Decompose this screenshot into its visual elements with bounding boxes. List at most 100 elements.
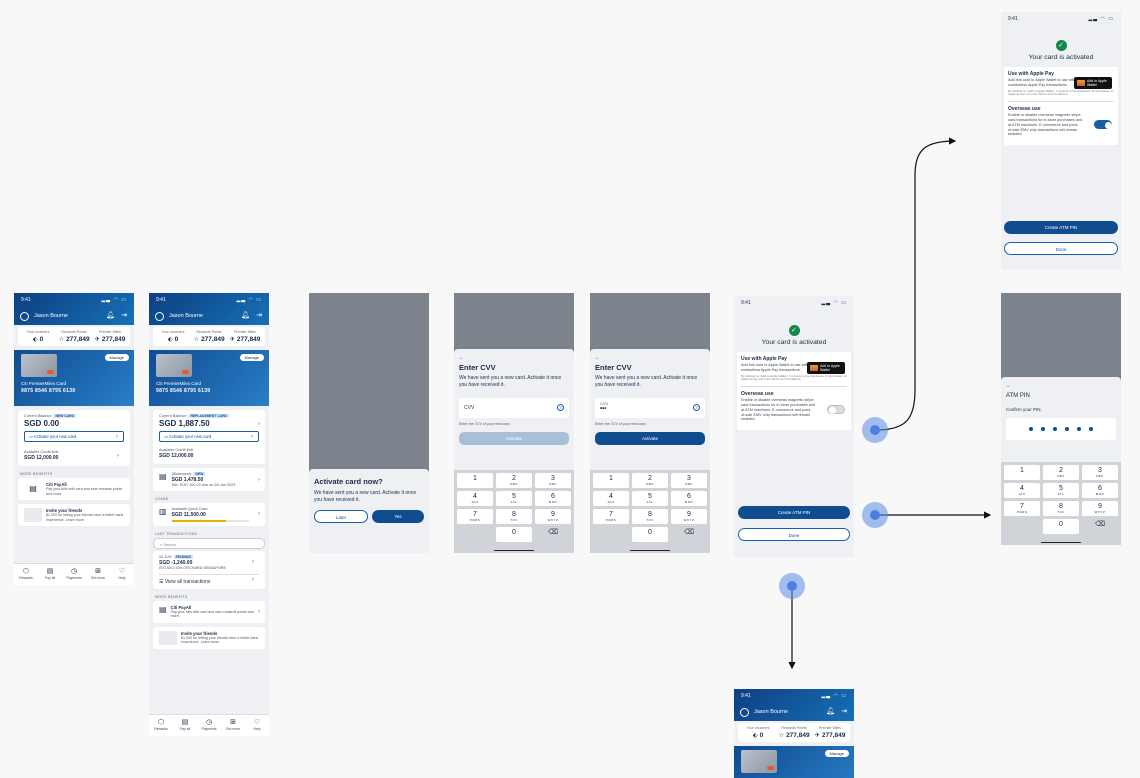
tab-pay-all[interactable]: ▤Pay all: [38, 564, 62, 585]
view-all-transactions[interactable]: ☰ View all transactions ›: [159, 573, 259, 585]
invite-benefit[interactable]: Invite your friends$1,000 for letting yo…: [153, 626, 265, 649]
transactions-search-input[interactable]: ⌕ Search: [153, 537, 265, 549]
avatar[interactable]: [740, 707, 749, 717]
manage-button[interactable]: Manage: [104, 354, 129, 361]
keypad-key-1[interactable]: 1: [457, 473, 493, 488]
logout-icon[interactable]: ⇥: [256, 312, 262, 319]
stat-premier-miles[interactable]: Premier Miles✈ 277,849: [229, 330, 261, 343]
stat-rewards-points[interactable]: Rewards Points☆ 277,849: [778, 726, 810, 739]
stat-premier-miles[interactable]: Premier Miles✈ 277,849: [814, 726, 846, 739]
stat-vouchers[interactable]: Your vouchers⬖ 0: [26, 330, 50, 343]
tab-help[interactable]: ♡Help: [245, 715, 269, 736]
cvv-input[interactable]: CVV ?: [459, 398, 569, 418]
manage-button[interactable]: Manage: [824, 750, 849, 757]
bell-icon[interactable]: 🔔︎: [106, 312, 115, 319]
tab-payments[interactable]: ◷Payments: [62, 564, 86, 585]
credit-limit-row[interactable]: Available Credit limit SGD 12,000.00 ›: [24, 450, 119, 461]
keypad-key-0[interactable]: 0: [496, 527, 532, 542]
done-button[interactable]: Done: [738, 528, 850, 541]
tab-pay-all[interactable]: ▤Pay all: [173, 715, 197, 736]
card-carousel[interactable]: Manage Citi PremierMiles Card 9875 8546 …: [14, 350, 134, 406]
overseas-toggle[interactable]: [1094, 120, 1112, 130]
backspace-key[interactable]: ⌫: [1082, 519, 1118, 534]
activate-card-button[interactable]: ▭ Activate your new card›: [24, 431, 124, 442]
card-carousel[interactable]: Manage Citi PremierMiles Card 9875 8546 …: [149, 350, 269, 406]
tab-payments[interactable]: ◷Payments: [197, 715, 221, 736]
help-circle-icon[interactable]: ?: [693, 404, 700, 411]
keypad-key-1[interactable]: 1: [593, 473, 629, 488]
backspace-key[interactable]: ⌫: [535, 527, 571, 542]
overseas-toggle[interactable]: [827, 405, 845, 415]
tab-rewards[interactable]: ⬡Rewards: [14, 564, 38, 585]
stat-vouchers[interactable]: Your vouchers⬖ 0: [746, 726, 770, 739]
avatar[interactable]: [155, 311, 164, 321]
stat-vouchers[interactable]: Your vouchers⬖ 0: [161, 330, 185, 343]
stat-rewards-points[interactable]: Rewards Points☆ 277,849: [193, 330, 225, 343]
help-circle-icon[interactable]: ?: [557, 404, 564, 411]
add-to-apple-wallet-button[interactable]: Add to Apple Wallet: [807, 362, 845, 374]
create-atm-pin-button[interactable]: Create ATM PIN: [738, 506, 850, 519]
yes-button[interactable]: Yes: [372, 510, 424, 523]
credit-limit-row[interactable]: Available Credit limit SGD 12,000.00: [159, 448, 194, 459]
done-button[interactable]: Done: [1004, 242, 1118, 255]
keypad-key-1[interactable]: 1: [1004, 465, 1040, 480]
bell-icon[interactable]: 🔔︎: [241, 312, 250, 319]
activate-card-button[interactable]: ▭ Activate your new card›: [159, 431, 259, 442]
chevron-down-icon[interactable]: ⌄: [459, 355, 464, 361]
backspace-key[interactable]: ⌫: [671, 527, 707, 542]
add-to-apple-wallet-button[interactable]: Add to Apple Wallet: [1074, 77, 1112, 89]
tab-rewards[interactable]: ⬡Rewards: [149, 715, 173, 736]
logout-icon[interactable]: ⇥: [841, 708, 847, 715]
tab-help[interactable]: ♡Help: [110, 564, 134, 585]
chevron-down-icon[interactable]: ⌄: [1006, 383, 1011, 389]
tab-get-more[interactable]: ⊞Get more: [221, 715, 245, 736]
hotspot-overseas-toggle[interactable]: [862, 417, 888, 443]
stat-premier-miles[interactable]: Premier Miles✈ 277,849: [94, 330, 126, 343]
stat-rewards-points[interactable]: Rewards Points☆ 277,849: [58, 330, 90, 343]
card-carousel[interactable]: Manage: [734, 746, 854, 778]
invite-benefit[interactable]: Invite your friends$1,000 for letting yo…: [18, 504, 130, 527]
bell-icon[interactable]: 🔔︎: [826, 708, 835, 715]
create-atm-pin-button[interactable]: Create ATM PIN: [1004, 221, 1118, 234]
hotspot-create-pin[interactable]: [862, 502, 888, 528]
logout-icon[interactable]: ⇥: [121, 312, 127, 319]
keypad-key-0[interactable]: 0: [632, 527, 668, 542]
tab-get-more[interactable]: ⊞Get more: [86, 564, 110, 585]
activate-button[interactable]: Activate: [595, 432, 705, 445]
statement-panel[interactable]: ▤ (Statement)NEW SGD 1,478.50 Min. SGD 1…: [153, 468, 265, 491]
chevron-down-icon[interactable]: ⌄: [595, 355, 600, 361]
later-button[interactable]: Later: [314, 510, 368, 523]
cvv-input[interactable]: CVV ••• ?: [595, 398, 705, 418]
activate-button-disabled[interactable]: Activate: [459, 432, 569, 445]
quick-cash-panel[interactable]: ▥ Available Quick Cash SGD 11,500.00 ›: [153, 503, 265, 526]
pin-input[interactable]: [1006, 418, 1116, 440]
hotspot-done[interactable]: [779, 573, 805, 599]
